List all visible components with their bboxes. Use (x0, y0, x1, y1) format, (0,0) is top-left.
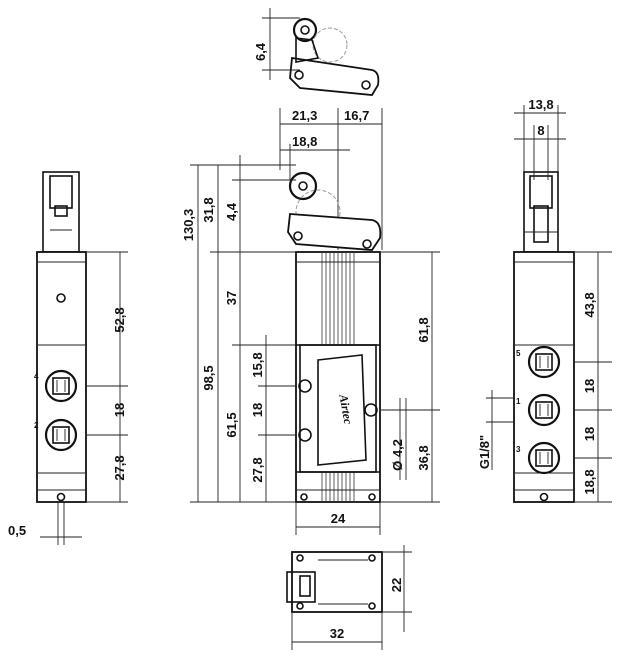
dim-lower-body: 61,5 (224, 412, 239, 437)
dim-side-right-height: 61,8 (416, 317, 431, 342)
dim-upper-body: 37 (224, 291, 239, 305)
port-label: 2 (34, 421, 39, 430)
left-top-hole (56, 293, 66, 303)
dim-right-upper: 43,8 (582, 292, 597, 317)
left-side-view: 4 2 52,8 18 27,8 0,5 (8, 171, 128, 545)
port-label: 3 (516, 445, 521, 454)
dim-right-lower: 18,8 (582, 469, 597, 494)
dim-right-pitch-1: 18 (582, 379, 597, 393)
dim-right-pitch-2: 18 (582, 427, 597, 441)
dim-port-pitch: 18 (250, 403, 265, 417)
brand-logo: Airtec (336, 392, 355, 426)
right-roller-housing (523, 171, 559, 253)
dim-lever-span-right: 16,7 (344, 108, 369, 123)
left-port-2 (44, 418, 78, 452)
dim-head-small: 4,4 (224, 202, 239, 221)
mount-hole-bottom (298, 428, 312, 442)
lever-detail: 6,4 (253, 8, 380, 96)
right-side-view: 5 1 3 13,8 8 43,8 18 18 (477, 97, 612, 503)
front-view: 6,4 21,3 16,7 18,8 (181, 8, 440, 535)
dim-body-height: 98,5 (201, 365, 216, 390)
left-valve-body (36, 251, 87, 503)
front-ribs (321, 252, 355, 502)
mount-hole-top (298, 379, 312, 393)
dim-bottom-width: 32 (330, 626, 344, 641)
front-roller (288, 171, 318, 201)
dim-right-width-outer: 13,8 (528, 97, 553, 112)
right-port-5 (527, 345, 561, 379)
dim-port-bottom: 27,8 (250, 457, 265, 482)
dim-mount-hole: Ø 4,2 (390, 439, 405, 471)
dim-left-upper: 52,8 (112, 307, 127, 332)
port-label: 1 (516, 397, 521, 406)
port-label: 4 (34, 372, 39, 381)
dim-left-pitch: 18 (112, 403, 127, 417)
dim-overall-height: 130,3 (181, 209, 196, 242)
dim-lever-pivot: 18,8 (292, 134, 317, 149)
port-label: 5 (516, 349, 521, 358)
bottom-view: 22 32 (286, 545, 412, 650)
dim-side-offset: 0,5 (8, 523, 26, 538)
front-lever-arm (287, 213, 382, 251)
dim-lever-offset: 6,4 (253, 42, 268, 61)
dim-head-height: 31,8 (201, 197, 216, 222)
mount-hole-right (364, 403, 378, 417)
dim-bottom-depth: 22 (389, 578, 404, 592)
dim-lever-span-left: 21,3 (292, 108, 317, 123)
dim-right-width-inner: 8 (537, 123, 544, 138)
dim-thread: G1/8" (477, 435, 492, 469)
bottom-valve-body (291, 551, 383, 613)
dim-mount-height: 36,8 (416, 445, 431, 470)
right-port-1 (527, 393, 561, 427)
left-roller-housing (42, 171, 80, 253)
left-port-4 (44, 369, 78, 403)
dim-port-top: 15,8 (250, 352, 265, 377)
dim-left-lower: 27,8 (112, 455, 127, 480)
right-port-3 (527, 441, 561, 475)
dim-base-width: 24 (331, 511, 346, 526)
